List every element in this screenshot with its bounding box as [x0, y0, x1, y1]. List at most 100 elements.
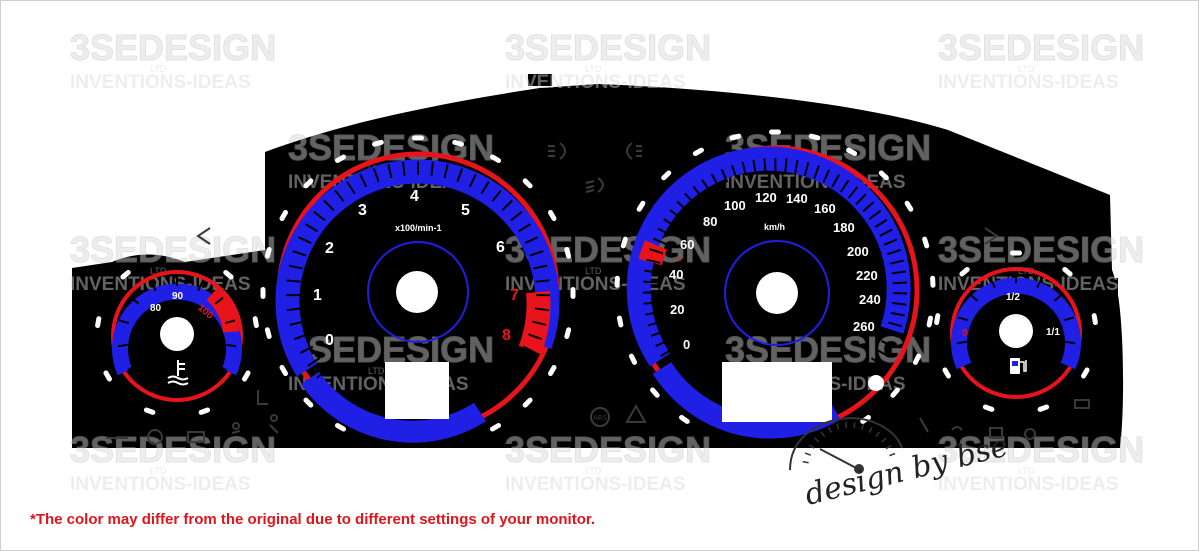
tacho-blue-band-lower	[300, 371, 486, 443]
warning-indicators: ABS	[106, 142, 1090, 445]
tick	[533, 264, 548, 270]
outer-dash	[912, 353, 922, 365]
tick	[655, 339, 669, 348]
outer-dash	[198, 407, 211, 415]
watermark-tag: LTD	[150, 266, 167, 276]
temp-label-80: 80	[150, 303, 162, 314]
outer-dash	[769, 129, 781, 135]
speedo-blue-band	[626, 146, 911, 367]
tick	[297, 236, 312, 245]
speedo-label-0: 0	[683, 337, 690, 352]
brake-icon	[147, 429, 163, 445]
tick	[402, 161, 406, 176]
tick	[307, 357, 321, 367]
outer-dash	[692, 147, 704, 157]
tick	[443, 164, 449, 179]
outer-dash	[279, 209, 289, 222]
color-disclaimer: *The color may differ from the original …	[30, 511, 596, 528]
tick	[864, 365, 877, 376]
outer-dash	[223, 269, 234, 280]
tick	[292, 250, 307, 257]
tick	[669, 209, 682, 220]
tick	[518, 223, 532, 233]
tick	[855, 193, 867, 206]
tick	[313, 210, 326, 222]
watermark-subtitle: INVENTIONS-IDEAS	[70, 474, 251, 495]
signature-tick	[885, 444, 892, 450]
watermark-brand: 3SEDESIGN	[938, 27, 1144, 68]
speedo-label-20: 20	[670, 302, 684, 317]
tick	[649, 248, 664, 255]
tick	[888, 321, 903, 328]
tick	[510, 210, 523, 222]
glow-plug-icon	[951, 426, 963, 431]
watermark-tag: LTD	[1018, 64, 1035, 74]
watermark-tag: LTD	[1018, 466, 1035, 476]
top-tab	[528, 74, 552, 86]
fuel-tick-marks	[956, 273, 1076, 369]
outer-dash	[171, 253, 183, 259]
tick	[720, 168, 729, 183]
speedo-label-40: 40	[669, 267, 683, 282]
speedo-red-marker	[638, 240, 668, 266]
outer-dash	[547, 364, 557, 377]
outer-dash	[120, 269, 131, 280]
svg-text:ABS: ABS	[593, 415, 607, 422]
watermark-subtitle: INVENTIONS-IDEAS	[505, 274, 686, 295]
speedo-unit: km/h	[764, 222, 785, 232]
speedo-label-140: 140	[786, 191, 808, 206]
tacho-label-1: 1	[313, 287, 322, 304]
outer-dash	[279, 364, 289, 377]
tick	[524, 236, 539, 245]
temp-tick-marks	[117, 276, 237, 372]
tick	[117, 343, 128, 348]
tick	[763, 158, 767, 173]
right-arrow-icon	[984, 227, 999, 245]
tick	[692, 185, 703, 198]
left-arrow-icon	[196, 227, 211, 245]
signature-tick	[845, 422, 848, 429]
outer-dash	[260, 287, 266, 299]
tick	[752, 159, 757, 174]
tick	[862, 201, 875, 213]
tick	[663, 218, 677, 228]
outer-dash	[982, 404, 995, 412]
speedo-label-260: 260	[853, 319, 875, 334]
tacho-label-0: 0	[325, 332, 334, 349]
tick	[1064, 316, 1075, 322]
outer-dash	[564, 247, 572, 259]
watermark-subtitle: INVENTIONS-IDEAS	[938, 72, 1119, 93]
outer-dash	[1062, 266, 1073, 277]
tacho-label-8: 8	[502, 327, 511, 344]
tick	[660, 348, 674, 357]
outer-dash	[103, 370, 112, 382]
tacho-hub	[396, 271, 438, 313]
signature-tick	[889, 452, 896, 457]
watermark-tag: LTD	[150, 64, 167, 74]
tacho-label-3: 3	[358, 202, 367, 219]
light-bulb-icon	[1024, 428, 1036, 440]
tick	[966, 360, 976, 369]
fuel-pump-icon	[1010, 358, 1027, 374]
outer-dash	[808, 133, 821, 141]
tick	[534, 307, 550, 312]
tick	[803, 162, 810, 177]
tachometer: x100/min-1 0 1 2 3 4 5 6 7 8	[275, 151, 560, 443]
tick	[876, 348, 890, 358]
outer-dash	[303, 178, 314, 189]
tick	[839, 179, 850, 193]
tick	[1036, 278, 1043, 289]
tick	[847, 186, 859, 199]
tick	[969, 293, 979, 302]
door-open-icon	[919, 417, 929, 433]
tick	[430, 161, 434, 176]
speedo-reset-button[interactable]	[868, 375, 884, 391]
fuel-label-half: 1/2	[1006, 292, 1020, 303]
outer-dash	[489, 154, 502, 164]
tick	[881, 340, 895, 348]
tacho-tick-marks	[286, 161, 550, 379]
